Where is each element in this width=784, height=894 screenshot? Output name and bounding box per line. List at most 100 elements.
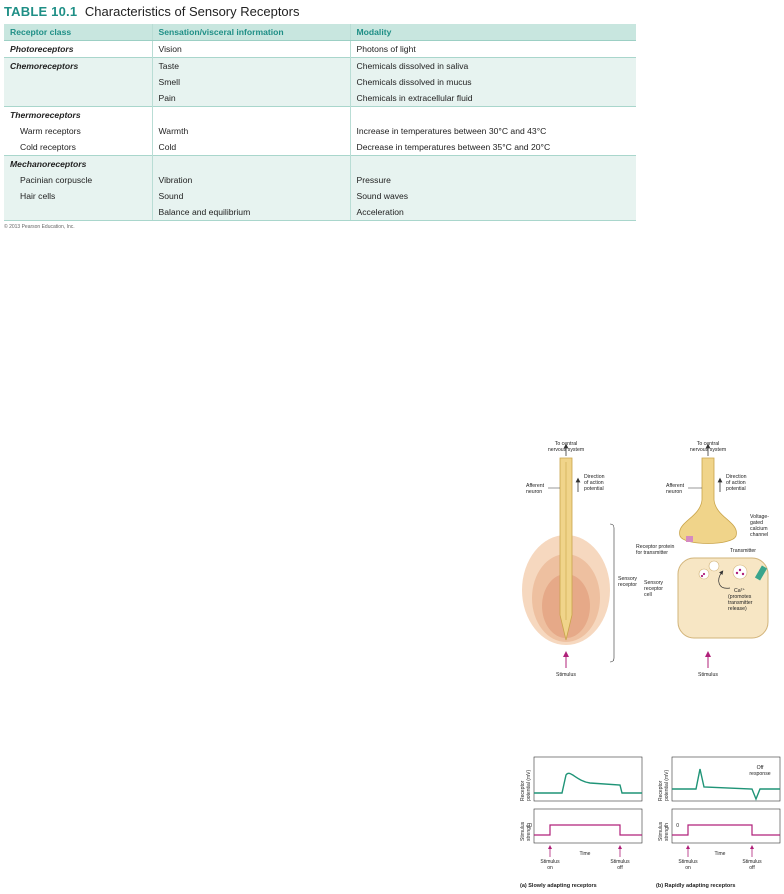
b-ylabel-top-2: potential (mV) [664, 770, 670, 801]
right-rp-2: for transmitter [636, 550, 668, 556]
left-direction-2: of action [584, 480, 604, 486]
cell-receptor-class: Pacinian corpuscle [4, 172, 152, 188]
cell-sensation: Balance and equilibrium [151, 204, 350, 221]
cell-modality: Chemicals dissolved in mucus [349, 74, 636, 90]
left-top-label-2: nervous system [548, 447, 584, 453]
cell-receptor-class: Thermoreceptors [4, 106, 152, 123]
right-ca-2: (promotes [728, 594, 752, 600]
caption-b: (b) Rapidly adapting receptors [656, 883, 735, 889]
b-ylabel-bot-1: Stimulus [658, 821, 664, 841]
separate-receptor-cell: To central nervous system Afferent neuro… [636, 441, 769, 678]
cell-sensation: Warmth [151, 123, 350, 139]
cell-sensation: Cold [151, 139, 350, 156]
cell-receptor-class: Hair cells [4, 188, 152, 204]
b-stim-on-1: Stimulus [678, 859, 698, 865]
right-direction-1: Direction [726, 474, 747, 480]
b-stim-on-2: on [685, 865, 691, 871]
table-row: Thermoreceptors [4, 106, 636, 123]
right-stimulus-label: Stimulus [698, 672, 718, 678]
b-zero: 0 [676, 823, 679, 829]
cell-receptor-class: Photoreceptors [4, 40, 152, 58]
a-zero: 0 [529, 823, 532, 829]
right-direction-3: potential [726, 486, 746, 492]
cell-modality: Increase in temperatures between 30°C an… [349, 123, 636, 139]
sensory-receptors-table: Receptor class Sensation/visceral inform… [4, 24, 636, 221]
left-stimulus-label: Stimulus [556, 672, 576, 678]
cell-receptor-class [4, 74, 152, 90]
b-potential-trace [672, 768, 780, 801]
right-afferent-1: Afferent [666, 483, 685, 489]
cell-receptor-class: Chemoreceptors [4, 57, 152, 74]
a-stimulus-trace [534, 824, 642, 836]
cell-sensation: Vision [151, 40, 350, 58]
left-afferent-1: Afferent [526, 483, 545, 489]
right-top-label-2: nervous system [690, 447, 726, 453]
receptor-cell-body [677, 557, 769, 639]
a-stim-off-2: off [617, 865, 623, 871]
right-afferent-2: neuron [666, 489, 682, 495]
cell-sensation: Taste [151, 57, 350, 74]
right-direction-2: of action [726, 480, 746, 486]
cell-modality: Photons of light [349, 40, 636, 58]
cell-modality: Chemicals in extracellular fluid [349, 90, 636, 107]
cell-receptor-class [4, 204, 152, 221]
cell-modality [349, 155, 636, 172]
a-potential-plot [533, 756, 643, 802]
cell-sensation: Pain [151, 90, 350, 107]
table-number: TABLE 10.1 [4, 4, 78, 19]
copyright: © 2013 Pearson Education, Inc. [4, 224, 75, 230]
right-ca-4: release) [728, 606, 747, 612]
a-stim-on-2: on [547, 865, 553, 871]
right-vg-3: calcium [750, 526, 768, 532]
b-off-response-1: Off [757, 765, 764, 771]
calcium-channel [754, 565, 768, 581]
a-stim-on-1: Stimulus [540, 859, 560, 865]
table-row: Mechanoreceptors [4, 155, 636, 172]
b-stim-off-1: Stimulus [742, 859, 762, 865]
right-rp-1: Receptor protein [636, 544, 674, 550]
cell-modality: Acceleration [349, 204, 636, 221]
b-ylabel-bot-2: strength [664, 823, 670, 841]
caption-a: (a) Slowly adapting receptors [520, 883, 597, 889]
b-stim-off-2: off [749, 865, 755, 871]
cell-receptor-class: Mechanoreceptors [4, 155, 152, 172]
receptor-protein [686, 536, 693, 542]
neuron-ending-receptor: To central nervous system Afferent neuro… [522, 441, 637, 678]
b-time: Time [715, 851, 726, 857]
cell-sensation [151, 106, 350, 123]
left-direction-1: Direction [584, 474, 605, 480]
table-caption: Characteristics of Sensory Receptors [84, 4, 300, 19]
cell-modality: Pressure [349, 172, 636, 188]
a-stimulus-plot [533, 808, 643, 844]
right-vg-4: channel [750, 532, 768, 538]
right-top-label-1: To central [697, 441, 720, 447]
a-ylabel-top-2: potential (mV) [526, 770, 532, 801]
header-sensation: Sensation/visceral information [151, 24, 350, 41]
cell-sensation: Sound [151, 188, 350, 204]
cell-receptor-class: Cold receptors [20, 142, 76, 152]
cell-sensation [151, 155, 350, 172]
header-receptor-class: Receptor class [4, 24, 152, 41]
left-direction-3: potential [584, 486, 604, 492]
b-off-response-2: response [749, 771, 770, 777]
right-ca-3: transmitter [728, 600, 753, 606]
right-src-2: receptor [644, 586, 663, 592]
a-ylabel-bot-2: strength [526, 823, 532, 841]
receptor-types-figure: To central nervous system Afferent neuro… [522, 441, 769, 678]
b-ylabel-top-1: Receptor [658, 780, 664, 801]
afferent-neuron-right [679, 457, 737, 544]
right-src-3: cell [644, 592, 652, 598]
cell-sensation: Smell [151, 74, 350, 90]
cell-modality: Chemicals dissolved in saliva [349, 57, 636, 74]
a-ylabel-bot-1: Stimulus [520, 821, 526, 841]
left-sensory-2: receptor [618, 582, 637, 588]
receptor-table-section: TABLE 10.1 Characteristics of Sensory Re… [4, 4, 636, 230]
